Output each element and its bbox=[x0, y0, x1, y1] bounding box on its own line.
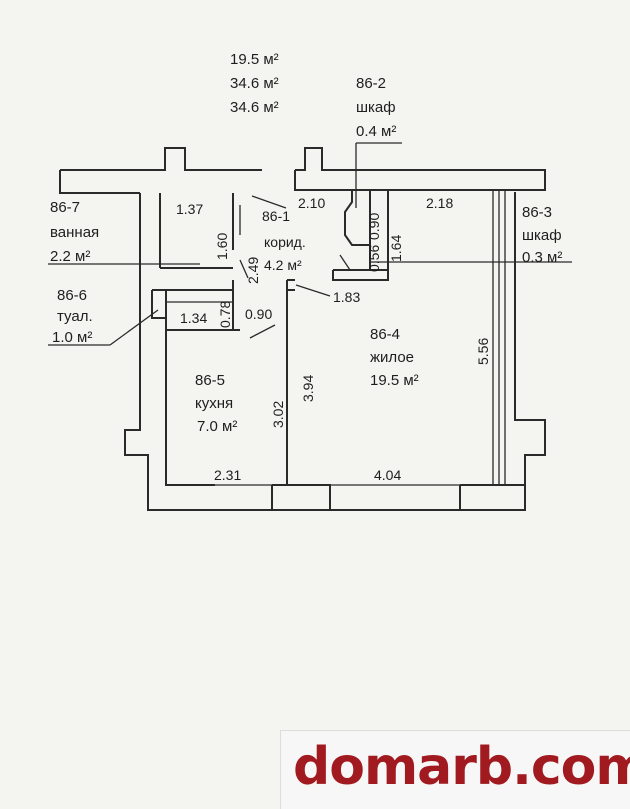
window-kitchen bbox=[271, 484, 331, 511]
closet3-code: 86-3 bbox=[522, 204, 552, 221]
dim-090a: 0.90 bbox=[366, 213, 382, 240]
header-area-total-2: 34.6 м² bbox=[230, 99, 279, 116]
dim-056: 0.56 bbox=[366, 245, 382, 272]
wall-top-right bbox=[294, 147, 546, 191]
watermark-box: domarb.com bbox=[280, 730, 630, 809]
living-name: жилое bbox=[370, 349, 414, 366]
corridor-code: 86-1 bbox=[262, 208, 290, 224]
dim-090b: 0.90 bbox=[245, 306, 272, 322]
leader-toilet bbox=[109, 309, 159, 346]
dim-160: 1.60 bbox=[214, 233, 230, 260]
wall-top-left bbox=[60, 147, 262, 171]
dim-183: 1.83 bbox=[333, 289, 360, 305]
living-area: 19.5 м² bbox=[370, 372, 419, 389]
closet2-area: 0.4 м² bbox=[356, 123, 396, 140]
corridor-name: корид. bbox=[264, 234, 306, 250]
wall-top-left-inner bbox=[59, 170, 140, 194]
outer-walls bbox=[59, 147, 546, 511]
closet2-name: шкаф bbox=[356, 99, 396, 116]
toilet-code: 86-6 bbox=[57, 287, 87, 304]
closet-door-swing bbox=[339, 254, 351, 271]
kitchen-area: 7.0 м² bbox=[197, 418, 237, 435]
dim-218: 2.18 bbox=[426, 195, 453, 211]
leader-183 bbox=[295, 284, 331, 297]
dim-078: 0.78 bbox=[217, 301, 233, 328]
dim-137: 1.37 bbox=[176, 201, 203, 217]
wall-living-corner bbox=[286, 280, 295, 291]
dim-394: 3.94 bbox=[300, 375, 316, 402]
wall-right bbox=[514, 192, 546, 510]
header-area-total-1: 34.6 м² bbox=[230, 75, 279, 92]
toilet-name: туал. bbox=[57, 308, 93, 325]
closet3-name: шкаф bbox=[522, 227, 562, 244]
closet3-area: 0.3 м² bbox=[522, 249, 562, 266]
dim-404: 4.04 bbox=[374, 467, 401, 483]
leader-corridor bbox=[251, 195, 287, 209]
wall-left bbox=[124, 193, 272, 511]
dim-556: 5.56 bbox=[475, 338, 491, 365]
wall-bottom-mid bbox=[330, 485, 461, 511]
closet-sill bbox=[332, 269, 389, 281]
bath-area: 2.2 м² bbox=[50, 248, 90, 265]
bath-name: ванная bbox=[50, 224, 99, 241]
dim-302: 3.02 bbox=[270, 401, 286, 428]
corridor-door-swing bbox=[239, 259, 249, 279]
closet2-code: 86-2 bbox=[356, 75, 386, 92]
wall-toilet-notch bbox=[151, 290, 166, 319]
dim-164: 1.64 bbox=[388, 235, 404, 262]
corridor-area: 4.2 м² bbox=[264, 257, 302, 273]
dim-231: 2.31 bbox=[214, 467, 241, 483]
leader-lines bbox=[48, 142, 572, 346]
kitchen-door-swing bbox=[249, 324, 276, 339]
toilet-area: 1.0 м² bbox=[52, 329, 92, 346]
watermark-text: domarb.com bbox=[293, 737, 630, 797]
dim-249: 2.49 bbox=[245, 257, 261, 284]
kitchen-name: кухня bbox=[195, 395, 233, 412]
header-area-living: 19.5 м² bbox=[230, 51, 279, 68]
closet2-wall bbox=[344, 190, 370, 246]
living-code: 86-4 bbox=[370, 326, 400, 343]
dim-134: 1.34 bbox=[180, 310, 207, 326]
kitchen-code: 86-5 bbox=[195, 372, 225, 389]
interior-walls bbox=[151, 190, 389, 485]
bath-code: 86-7 bbox=[50, 199, 80, 216]
window-living bbox=[459, 484, 526, 511]
dim-210: 2.10 bbox=[298, 195, 325, 211]
